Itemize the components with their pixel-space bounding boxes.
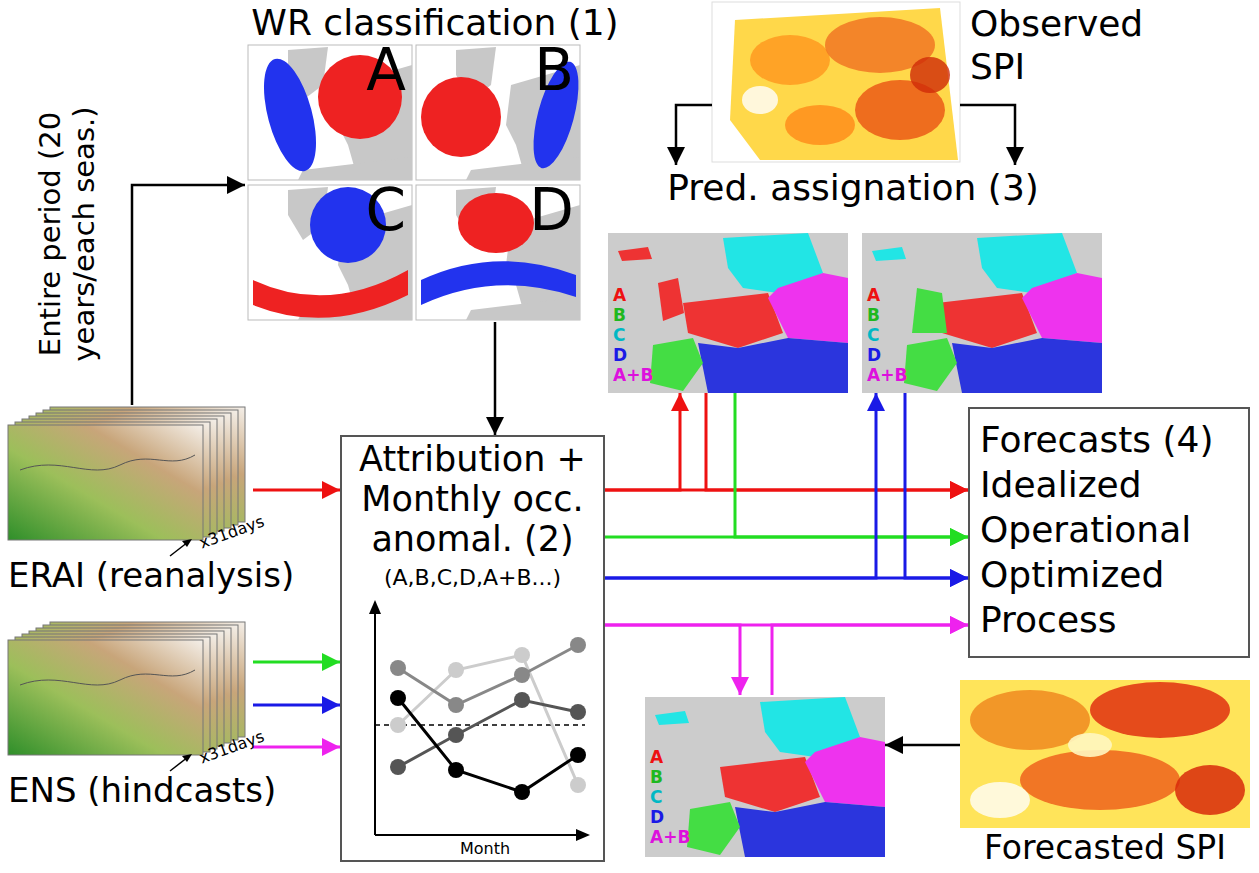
connector-arrow [253,653,340,671]
connector-arrow [253,696,340,714]
vertical-note: Entire period (20 years/each seas.) [33,89,101,379]
regime-letter: A [366,37,406,103]
arrow-head [950,481,968,499]
connector-arrow [132,176,245,405]
map-legend-letter: B [613,305,626,325]
connector-line [772,625,968,695]
map-legend-letter: B [650,767,663,787]
dataset-title: ENS (hindcasts) [8,770,276,810]
spi-map: Observed SPI [712,2,960,162]
map-legend-letter: C [867,325,879,345]
connector-line [132,185,245,405]
arrow-head [1006,147,1024,165]
connector-arrow [905,393,968,587]
arrow-head [950,481,968,499]
spi-map: Forecasted SPI [960,680,1250,828]
arrow-head [950,569,968,587]
process-box: Attribution + Monthly occ. anomal. (2) (A… [340,435,605,862]
map-legend-letter: A+B [613,365,653,385]
connector-line [676,105,712,165]
count-note: x31days [197,727,267,767]
map-title: Observed SPI [970,2,1185,88]
arrow-head [950,616,968,634]
connector-line [605,393,876,578]
dataset-title: ERAI (reanalysis) [8,555,294,595]
connector-line [605,393,680,490]
map-legend-letter: A [867,285,880,305]
connector-arrow [605,393,689,490]
map-legend-letter: A+B [650,827,690,847]
map-legend-letter: D [613,345,627,365]
axis-label: Month [460,840,510,858]
connector-line [905,393,968,578]
connector-arrow [735,393,968,546]
map-legend-letter: A+B [867,365,907,385]
arrow-head [667,147,685,165]
map-title: Forecasted SPI [950,828,1259,868]
arrow-head [322,653,340,671]
connector-line [960,105,1015,165]
regime-letter: B [534,37,574,103]
arrow-head [950,528,968,546]
figure-group: WR classification (1)ABCD [245,0,625,322]
arrow-head [950,569,968,587]
process-box: Forecasts (4)IdealizedOperationalOptimiz… [968,407,1250,658]
box-text: Attribution + Monthly occ. anomal. (2) [347,439,598,559]
connector-arrow [885,736,960,754]
connector-arrow [960,105,1024,165]
data-stack: x31daysERAI (reanalysis) [8,405,253,545]
box-heading: Forecasts (4) [980,417,1238,462]
connector-arrow [772,616,968,695]
map-legend-letter: C [613,325,625,345]
connector-arrow [706,393,968,499]
map-legend-letter: A [650,747,663,767]
regime-map: B [416,45,580,180]
connector-arrow [253,481,340,499]
regime-map: C [248,185,412,320]
regime-letter: C [366,177,407,243]
connector-line [735,393,968,537]
arrow-head [867,393,885,411]
arrow-head [671,393,689,411]
map-legend-letter: C [650,787,662,807]
box-text: (A,B,C,D,A+B...) [347,565,598,591]
arrow-head [950,616,968,634]
forecast-item: Process [980,597,1238,642]
connector-line [706,393,968,490]
connector-arrow [605,625,749,695]
arrow-head [950,528,968,546]
arrow-head [322,696,340,714]
arrow-head [486,417,504,435]
assignation-map: ABCDA+B [645,695,885,860]
connector-line [605,625,740,695]
forecast-item: Optimized [980,552,1238,597]
regime-map: D [416,185,580,320]
connector-arrow [605,393,885,578]
map-legend-letter: A [613,285,626,305]
assignation-map: ABCDA+B [862,233,1100,393]
map-legend-letter: B [867,305,880,325]
regime-letter: D [529,177,574,243]
forecast-item: Operational [980,507,1238,552]
map-legend-letter: D [650,807,664,827]
data-stack: x31daysENS (hindcasts) [8,620,253,760]
assignation-map: ABCDA+B [608,233,848,393]
count-note: x31days [197,512,267,552]
arrow-head [731,677,749,695]
arrow-head [322,481,340,499]
heading: Pred. assignation (3) [603,167,1103,209]
connector-arrow [667,105,712,165]
arrow-head [322,738,340,756]
figure-group: Pred. assignation (3)ABCDA+BABCDA+B [603,165,1103,395]
arrow-head [885,736,903,754]
connector-arrow [253,738,340,756]
connector-arrow [486,322,504,435]
regime-map: A [248,45,412,180]
arrow-head [227,176,245,194]
forecast-item: Idealized [980,462,1238,507]
map-legend-letter: D [867,345,881,365]
